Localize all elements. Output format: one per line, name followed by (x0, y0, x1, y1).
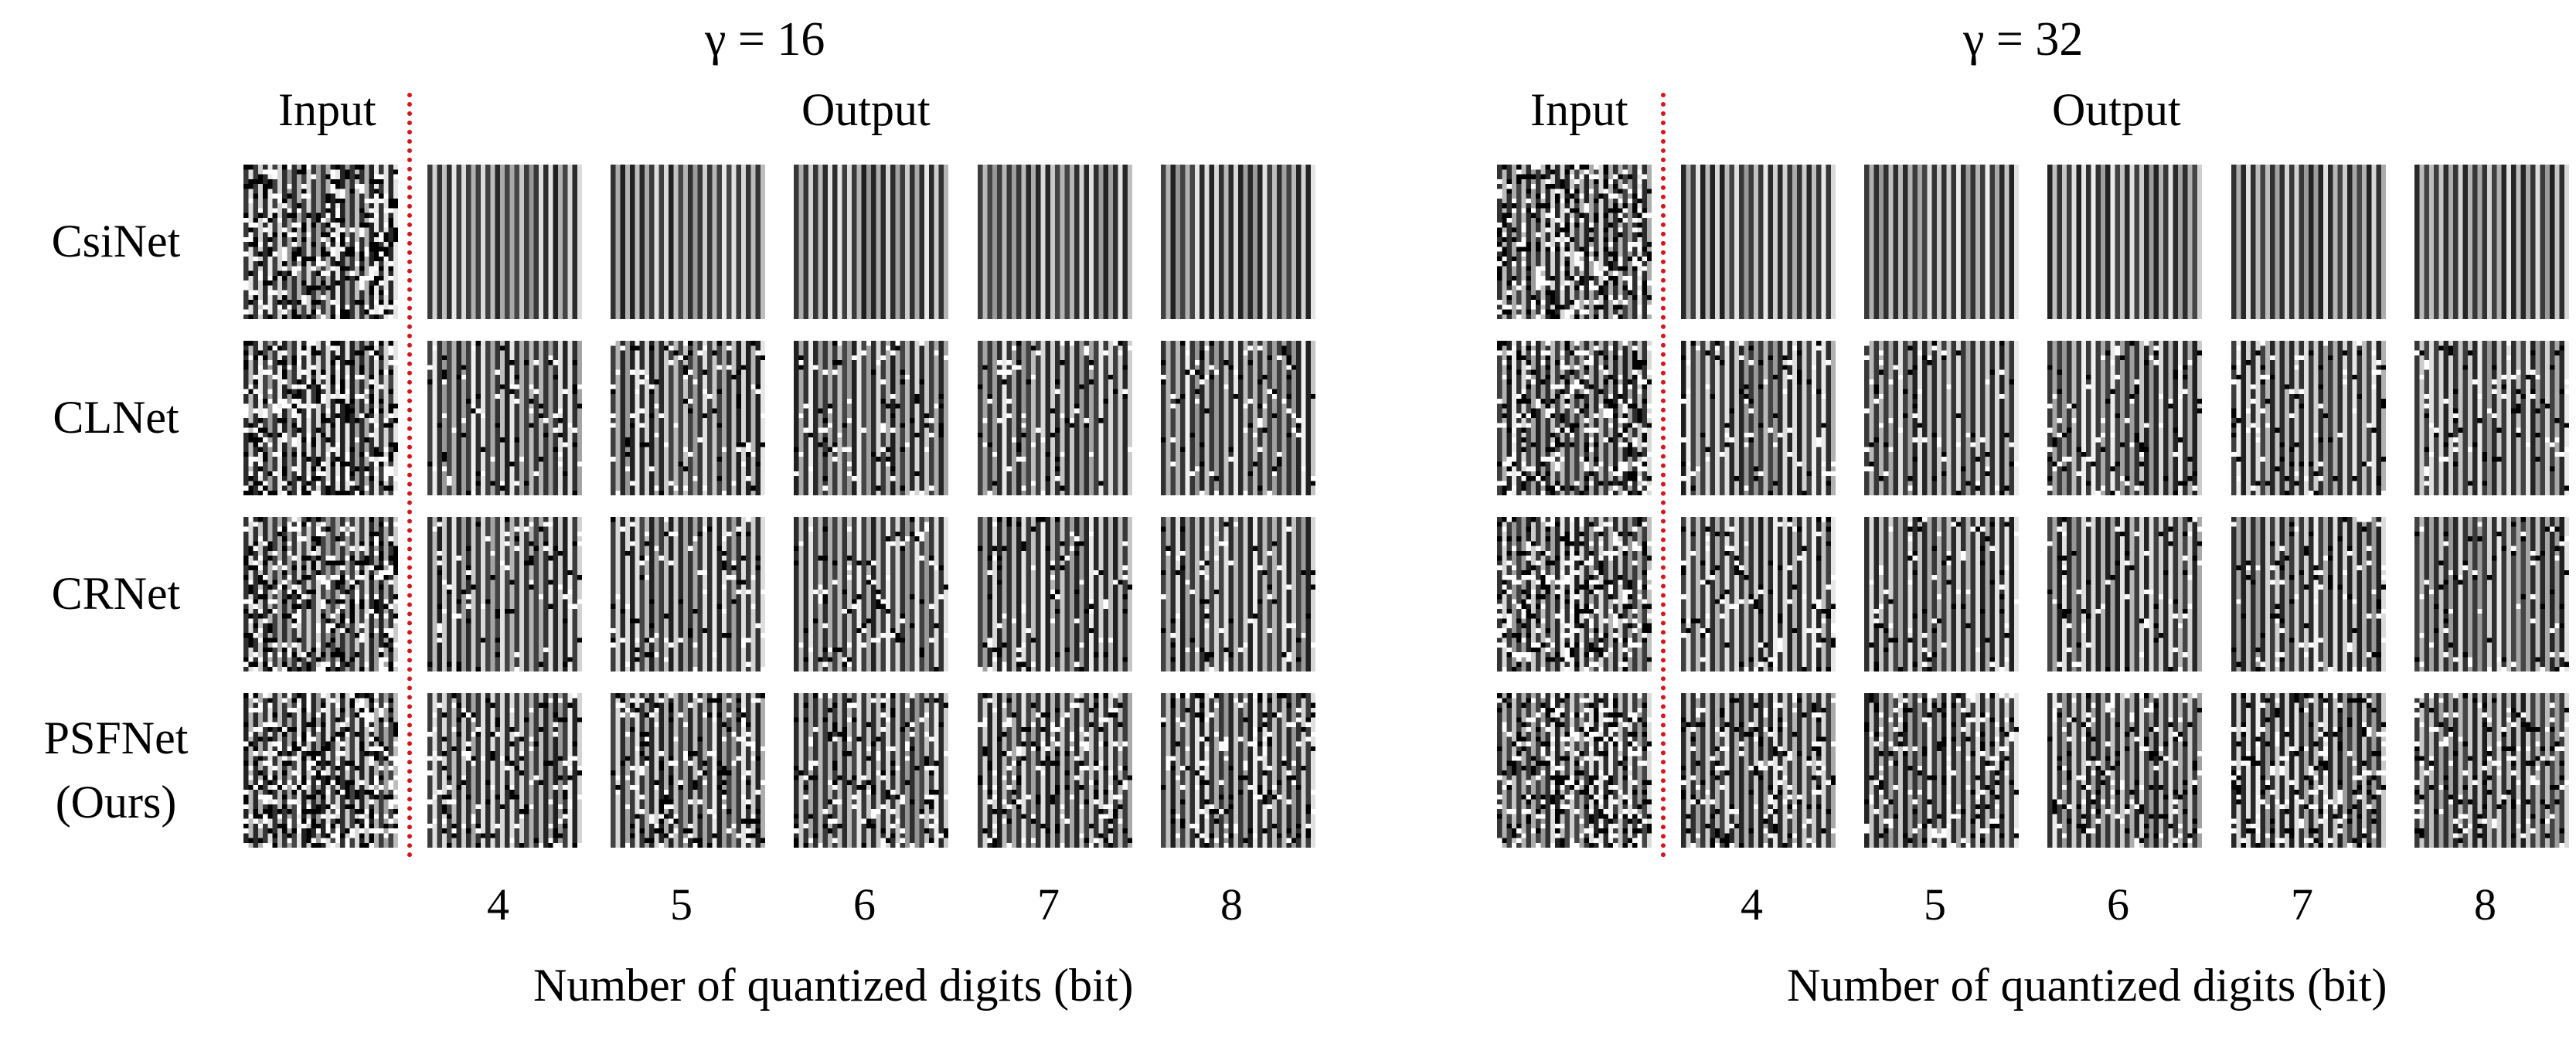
output-column-label: Output (801, 84, 931, 135)
input-output-separator (1661, 93, 1666, 858)
csi-image-clnet-output-4bit (427, 341, 582, 495)
x-tick: 8 (1220, 879, 1243, 930)
csi-image-csinet-output-5bit (1864, 165, 2019, 319)
input-column-label: Input (278, 84, 376, 135)
csi-image-clnet-output-7bit (2231, 341, 2386, 495)
csi-image-crnet-output-5bit (1864, 517, 2019, 672)
csi-image-psfnet-output-5bit (1864, 693, 2019, 848)
csi-image-clnet-output-6bit (794, 341, 948, 495)
csi-image-csinet-output-7bit (2231, 165, 2386, 319)
x-tick: 7 (1037, 879, 1060, 930)
gamma-title: γ = 32 (1963, 13, 2084, 66)
output-column-label: Output (2052, 84, 2181, 135)
csi-image-psfnet-output-8bit (1161, 693, 1315, 848)
x-axis-label: Number of quantized digits (bit) (1787, 960, 2387, 1011)
csi-image-clnet-input (1497, 341, 1652, 495)
csi-image-crnet-output-7bit (2231, 517, 2386, 672)
csi-image-clnet-input (243, 341, 398, 495)
csi-image-crnet-output-8bit (1161, 517, 1315, 672)
x-tick: 5 (1924, 879, 1946, 930)
row-label-psfnet: PSFNet (43, 712, 189, 763)
gamma-title: γ = 16 (705, 13, 825, 66)
csi-image-csinet-output-7bit (978, 165, 1132, 319)
input-column-label: Input (1530, 84, 1628, 135)
csi-image-psfnet-output-4bit (427, 693, 582, 848)
panel-gamma-32: γ = 32 Input Output 4 5 6 7 8 Number of … (1314, 0, 2576, 1037)
csi-image-crnet-output-6bit (794, 517, 948, 672)
csi-image-clnet-output-7bit (978, 341, 1132, 495)
x-tick: 6 (853, 879, 876, 930)
row-label-psfnet-suffix: (Ours) (55, 777, 177, 828)
csi-image-psfnet-input (243, 693, 398, 848)
x-tick: 8 (2474, 879, 2496, 930)
csi-image-clnet-output-8bit (2414, 341, 2569, 495)
csi-image-psfnet-input (1497, 693, 1652, 848)
csi-image-psfnet-output-7bit (978, 693, 1132, 848)
csi-image-crnet-output-8bit (2414, 517, 2569, 672)
csi-image-crnet-output-5bit (611, 517, 765, 672)
csi-image-clnet-output-8bit (1161, 341, 1315, 495)
csi-image-psfnet-output-8bit (2414, 693, 2569, 848)
csi-image-psfnet-output-4bit (1681, 693, 1836, 848)
csi-image-clnet-output-4bit (1681, 341, 1836, 495)
x-tick: 5 (670, 879, 692, 930)
x-tick: 4 (487, 879, 509, 930)
x-tick: 6 (2107, 879, 2129, 930)
csi-image-csinet-output-8bit (1161, 165, 1315, 319)
csi-image-csinet-output-5bit (611, 165, 765, 319)
x-axis-label: Number of quantized digits (bit) (533, 960, 1134, 1011)
input-output-separator (407, 93, 412, 858)
x-tick: 4 (1741, 879, 1763, 930)
panel-gamma-16: γ = 16 Input Output CsiNet CLNet CRNet P… (43, 13, 1315, 1011)
csi-image-csinet-input (243, 165, 398, 319)
csi-image-csinet-output-8bit (2414, 165, 2569, 319)
row-label-csinet: CsiNet (51, 216, 181, 267)
csi-image-clnet-output-5bit (611, 341, 765, 495)
csi-image-psfnet-output-6bit (794, 693, 948, 848)
csi-image-psfnet-output-6bit (2047, 693, 2202, 848)
x-tick: 7 (2291, 879, 2313, 930)
csi-image-crnet-output-7bit (978, 517, 1132, 672)
csi-image-psfnet-output-5bit (611, 693, 765, 848)
csi-image-clnet-output-5bit (1864, 341, 2019, 495)
csi-image-crnet-output-4bit (427, 517, 582, 672)
csi-image-crnet-input (1497, 517, 1652, 672)
csi-image-crnet-input (243, 517, 398, 672)
csi-image-csinet-output-6bit (2047, 165, 2202, 319)
row-label-crnet: CRNet (51, 568, 181, 619)
csi-image-csinet-output-4bit (427, 165, 582, 319)
row-label-clnet: CLNet (53, 392, 179, 443)
csi-image-crnet-output-6bit (2047, 517, 2202, 672)
csi-image-csinet-output-4bit (1681, 165, 1836, 319)
csi-image-csinet-input (1497, 165, 1652, 319)
csi-image-csinet-output-6bit (794, 165, 948, 319)
csi-image-clnet-output-6bit (2047, 341, 2202, 495)
csi-image-psfnet-output-7bit (2231, 693, 2386, 848)
csi-image-crnet-output-4bit (1681, 517, 1836, 672)
